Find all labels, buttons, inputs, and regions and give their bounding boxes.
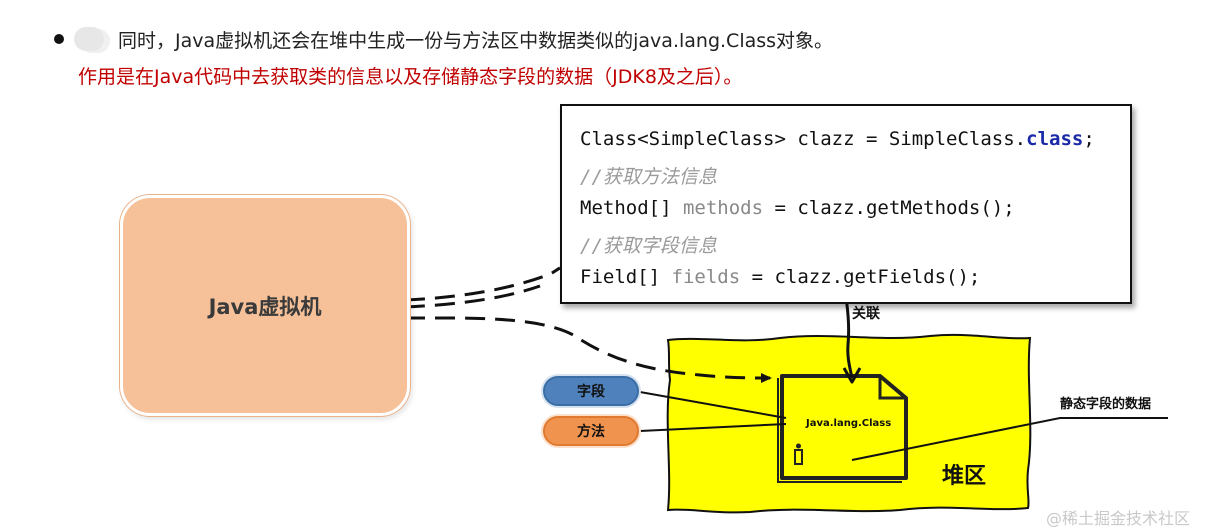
bullet-blob-icon — [74, 27, 104, 51]
jvm-to-class-arrow — [404, 316, 772, 383]
bullet-text: 同时，Java虚拟机还会在堆中生成一份与方法区中数据类似的java.lang.C… — [118, 29, 834, 52]
code-comment-1: //获取方法信息 — [580, 166, 717, 188]
code-line-1: Class<SimpleClass> clazz = SimpleClass.c… — [580, 128, 1095, 150]
association-label: 关联 — [852, 306, 880, 322]
static-data-line — [851, 417, 1168, 461]
method-pill: 方法 — [543, 416, 639, 446]
jvm-box: Java虚拟机 — [120, 195, 410, 416]
class-object-label: Java.lang.Class — [806, 418, 892, 429]
jvm-to-code-connector-2 — [404, 284, 541, 309]
field-pill-label: 字段 — [577, 384, 605, 400]
code-variable: methods — [682, 197, 764, 219]
bullet-dot-icon — [54, 34, 64, 44]
code-line-3: Method[] methods = clazz.getMethods(); — [580, 197, 1015, 219]
code-text: Class<SimpleClass> clazz = SimpleClass. — [580, 128, 1027, 150]
code-text: Method[] — [580, 197, 683, 219]
jvm-label: Java虚拟机 — [208, 294, 322, 319]
field-pill-line — [639, 391, 787, 419]
code-box: Class<SimpleClass> clazz = SimpleClass.c… — [560, 104, 1132, 304]
code-line-5: Field[] fields = clazz.getFields(); — [580, 266, 980, 288]
static-data-label: 静态字段的数据 — [1060, 397, 1152, 412]
code-text: Field[] — [580, 266, 672, 288]
code-text: = clazz.getMethods(); — [763, 197, 1015, 219]
code-comment-2: //获取字段信息 — [580, 235, 717, 257]
heap-label: 堆区 — [942, 464, 987, 489]
code-keyword: class — [1026, 128, 1084, 150]
code-text: ; — [1083, 128, 1095, 150]
jvm-to-code-connector — [404, 266, 561, 302]
bullet-line: 同时，Java虚拟机还会在堆中生成一份与方法区中数据类似的java.lang.C… — [54, 24, 833, 54]
red-description: 作用是在Java代码中去获取类的信息以及存储静态字段的数据（JDK8及之后）。 — [78, 66, 743, 88]
method-pill-line — [639, 423, 787, 432]
method-pill-label: 方法 — [577, 424, 605, 440]
code-variable: fields — [671, 266, 741, 288]
field-pill: 字段 — [543, 376, 639, 406]
watermark: @稀土掘金技术社区 — [1046, 509, 1191, 528]
class-document-icon — [777, 374, 908, 483]
code-text: = clazz.getFields(); — [740, 266, 981, 288]
